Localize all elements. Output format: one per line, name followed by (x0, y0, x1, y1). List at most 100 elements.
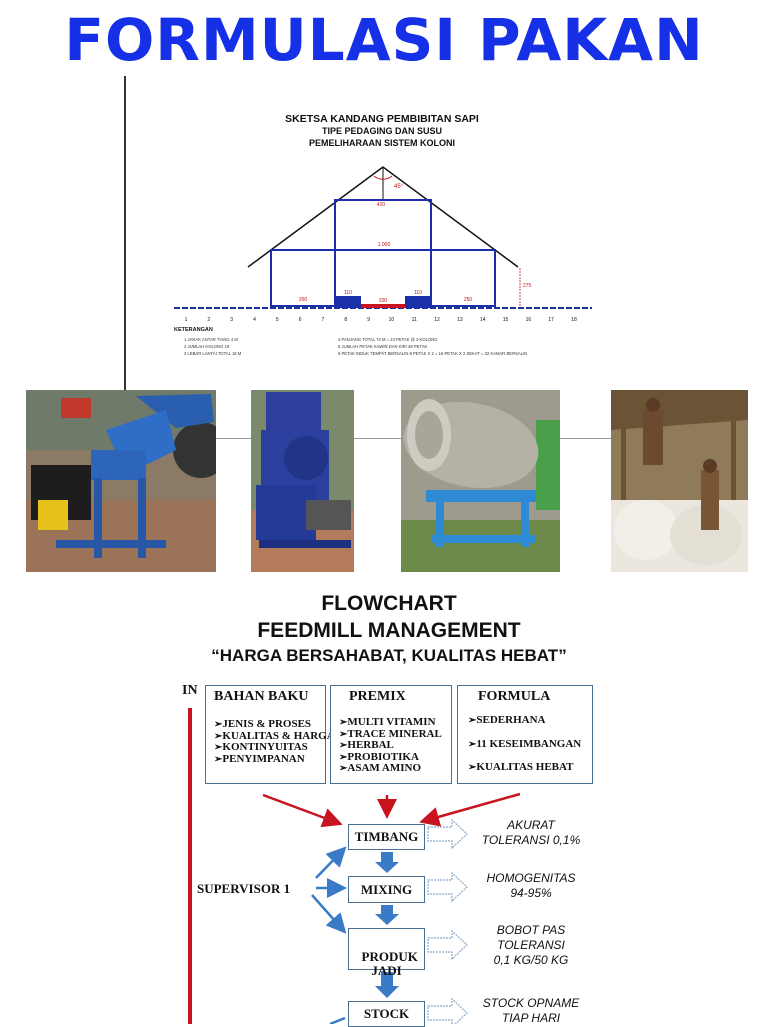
red-arrow-left (262, 793, 343, 828)
step-produk-jadi-label: PRODUK JADI (361, 949, 418, 978)
post-number: 10 (389, 317, 395, 323)
post-number: 11 (412, 317, 417, 323)
center-floor (361, 304, 405, 308)
note-produk: BOBOT PAS TOLERANSI 0,1 KG/50 KG (466, 923, 596, 968)
outline-arrow-1 (427, 818, 468, 850)
note-produk-line3: 0,1 KG/50 KG (493, 953, 569, 967)
flowchart-arrows (188, 708, 521, 1024)
dim-right: 250 (464, 297, 473, 303)
dim-side: 275 (523, 283, 532, 289)
cage-left (335, 296, 361, 308)
legend-title: KETERANGAN (174, 327, 213, 333)
post-number: 14 (480, 317, 486, 323)
box-formula-title: FORMULA (478, 689, 551, 704)
note-mixing-line2: 94-95% (510, 886, 552, 900)
formula-item: 11 KESEIMBANGAN (468, 738, 592, 751)
down-arrow-1 (375, 852, 399, 873)
photo-hammer-mill (26, 390, 216, 572)
outline-arrow-2 (427, 871, 468, 903)
post-number: 17 (548, 317, 554, 323)
dim-top: 420 (377, 202, 386, 208)
note-mixing: HOMOGENITAS 94-95% (466, 871, 596, 901)
post-number: 13 (457, 317, 463, 323)
sketch-title-2: TIPE PEDAGING DAN SUSU (322, 126, 442, 136)
post-number: 12 (434, 317, 440, 323)
bahan-baku-item: KUALITAS & HARGA (214, 730, 334, 743)
sup-arrow-3 (311, 894, 347, 934)
photo-feed-storage (611, 390, 748, 572)
note-produk-line2: TOLERANSI (497, 938, 565, 952)
bahan-baku-item: PENYIMPANAN (214, 753, 325, 766)
premix-item: HERBAL (339, 739, 451, 752)
barn-sketch: SKETSA KANDANG PEMBIBITAN SAPI TIPE PEDA… (174, 113, 592, 356)
premix-item: ASAM AMINO (339, 762, 451, 775)
legend-right-3: 6 PETAK INDUK TEMPAT BERSALIN 8 PETAK X … (338, 351, 527, 356)
legend-left-2: 2 JUMLAH KOLONG 19 (184, 344, 230, 349)
note-timbang: AKURAT TOLERANSI 0,1% (466, 818, 596, 848)
dim-c1: 110 (344, 290, 352, 296)
step-produk-jadi: PRODUK JADI (348, 928, 425, 978)
legend-right-1: 4 PANJANG TOTAL 72 M = 24 PETAK @ 3 KOLO… (338, 337, 437, 342)
note-stock-line1: STOCK OPNAME (482, 996, 580, 1010)
photo-mixer-drum (401, 390, 560, 572)
post-number: 9 (367, 317, 370, 323)
box-premix-title: PREMIX (349, 689, 406, 704)
post-number: 4 (253, 317, 256, 323)
connector-line (124, 76, 126, 390)
dim-c2: 110 (414, 290, 422, 296)
note-mixing-line1: HOMOGENITAS (486, 871, 576, 885)
outline-arrow-3 (427, 929, 468, 961)
premix-item: PROBIOTIKA (339, 751, 451, 764)
step-mixing: MIXING (348, 876, 425, 903)
flowchart-subtitle: FEEDMILL MANAGEMENT (257, 619, 521, 642)
post-number: 16 (526, 317, 532, 323)
note-stock: STOCK OPNAME TIAP HARI (466, 996, 596, 1026)
dim-left: 260 (299, 297, 308, 303)
formula-item: KUALITAS HEBAT (468, 761, 592, 774)
post-number: 5 (276, 317, 279, 323)
formula-item: SEDERHANA (468, 714, 592, 727)
premix-item: TRACE MINERAL (339, 728, 451, 741)
outline-arrows (427, 818, 468, 1024)
supervisor-label: SUPERVISOR 1 (197, 881, 291, 896)
post-number: 3 (230, 317, 233, 323)
sup-arrow-1 (315, 846, 347, 879)
step-stock: STOCK (348, 1001, 425, 1027)
box-formula: FORMULA SEDERHANA 11 KESEIMBANGAN KUALIT… (457, 685, 593, 784)
angle-arc (373, 175, 393, 180)
angle-label: 45° (394, 184, 404, 190)
post-number: 8 (344, 317, 347, 323)
legend-right-2: 5 JUMLAH PETAK KAWIN DAN KIRI 48 PETAK (338, 344, 427, 349)
box-bahan-baku-title: BAHAN BAKU (214, 689, 309, 704)
post-number: 7 (322, 317, 325, 323)
post-number: 18 (571, 317, 577, 323)
page-title: FORMULASI PAKAN (64, 6, 704, 74)
red-arrow-right (419, 792, 521, 827)
sup-arrow-4 (329, 1016, 346, 1024)
premix-item: MULTI VITAMIN (339, 716, 451, 729)
dim-center: 200 (379, 298, 388, 304)
flowchart-slogan: “HARGA BERSAHABAT, KUALITAS HEBAT” (211, 646, 567, 665)
in-label: IN (182, 683, 198, 698)
sketch-title-3: PEMELIHARAAN SISTEM KOLONI (309, 138, 455, 148)
post-number: 2 (207, 317, 210, 323)
down-arrow-3 (375, 972, 399, 998)
step-timbang: TIMBANG (348, 824, 425, 850)
bahan-baku-item: JENIS & PROSES (214, 718, 325, 731)
down-arrow-2 (375, 905, 399, 925)
legend-left-3: 3 LEBAR LANTAI TOTAL 18 M (184, 351, 242, 356)
in-red-line (188, 708, 192, 1024)
outline-arrow-4 (427, 997, 468, 1024)
photo-crusher (251, 390, 354, 572)
sketch-title-1: SKETSA KANDANG PEMBIBITAN SAPI (285, 113, 479, 125)
note-timbang-line1: AKURAT (507, 818, 555, 832)
note-produk-line1: BOBOT PAS (496, 923, 566, 937)
flowchart-title: FLOWCHART (321, 592, 457, 615)
cage-right (405, 296, 431, 308)
bahan-baku-item: KONTINYUITAS (214, 741, 325, 754)
note-timbang-line2: TOLERANSI 0,1% (481, 833, 581, 847)
box-premix: PREMIX MULTI VITAMIN TRACE MINERAL HERBA… (330, 685, 452, 784)
post-number: 15 (503, 317, 509, 323)
post-number: 6 (299, 317, 302, 323)
